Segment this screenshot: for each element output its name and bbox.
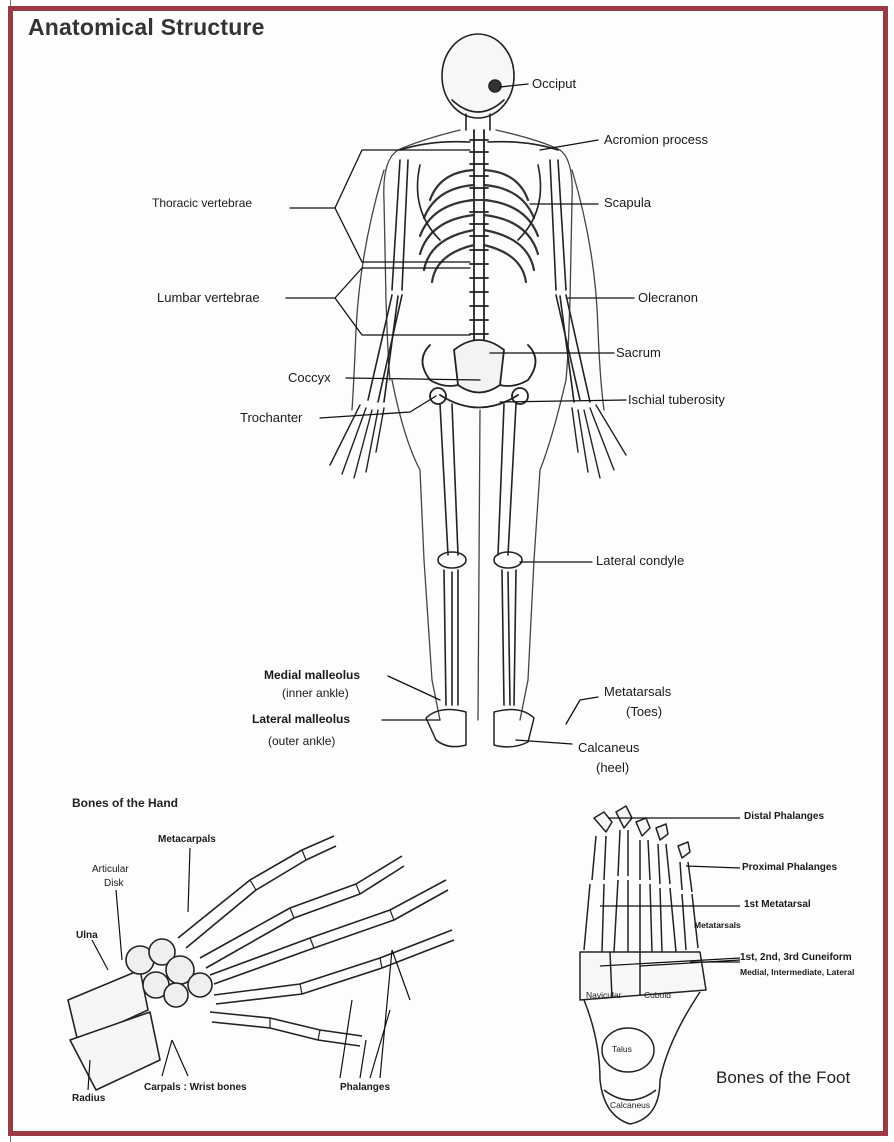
label-foot-calcaneus: Calcaneus (610, 1100, 650, 1110)
label-articular-disk-line2: Disk (104, 878, 123, 889)
label-ulna: Ulna (76, 930, 98, 941)
ribcage (420, 170, 538, 282)
label-calcaneus: Calcaneus (578, 740, 639, 755)
label-articular-disk-line1: Articular (92, 864, 129, 875)
label-outer-ankle: (outer ankle) (268, 734, 335, 748)
label-heel: (heel) (596, 760, 629, 775)
label-distal-phalanges: Distal Phalanges (744, 811, 824, 822)
label-talus: Talus (612, 1044, 632, 1054)
label-olecranon: Olecranon (638, 290, 698, 305)
label-lateral-malleolus: Lateral malleolus (252, 712, 350, 726)
leader-lines (286, 84, 634, 744)
label-thoracic-vertebrae: Thoracic vertebrae (152, 196, 252, 210)
label-scapula: Scapula (604, 195, 651, 210)
label-coccyx: Coccyx (288, 370, 331, 385)
label-lateral-condyle: Lateral condyle (596, 553, 684, 568)
label-navicular: Navicular (586, 990, 621, 1000)
label-occiput: Occiput (532, 76, 576, 91)
shoulders (400, 142, 558, 240)
label-metacarpals: Metacarpals (158, 834, 216, 845)
pelvis (423, 340, 536, 408)
foot-section-title: Bones of the Foot (716, 1068, 850, 1088)
label-cuneiform: 1st, 2nd, 3rd Cuneiform (740, 952, 852, 963)
label-ischial-tuberosity: Ischial tuberosity (628, 392, 725, 407)
label-lumbar-vertebrae: Lumbar vertebrae (157, 290, 260, 305)
label-cuboid: Cuboid (644, 990, 671, 1000)
label-acromion-process: Acromion process (604, 132, 708, 147)
body-outline (352, 130, 604, 720)
label-sacrum: Sacrum (616, 345, 661, 360)
label-medial-malleolus: Medial malleolus (264, 668, 360, 682)
hand-section-title: Bones of the Hand (72, 796, 178, 810)
label-proximal-phalanges: Proximal Phalanges (742, 862, 837, 873)
skull (442, 34, 514, 130)
label-carpals: Carpals : Wrist bones (144, 1082, 247, 1093)
label-phalanges: Phalanges (340, 1082, 390, 1093)
feet (426, 710, 534, 747)
label-toes: (Toes) (626, 704, 662, 719)
label-radius: Radius (72, 1093, 105, 1104)
label-metatarsals: Metatarsals (604, 684, 671, 699)
label-trochanter: Trochanter (240, 410, 302, 425)
label-foot-metatarsals: Metatarsals (694, 920, 741, 930)
label-inner-ankle: (inner ankle) (282, 686, 349, 700)
label-1st-metatarsal: 1st Metatarsal (744, 899, 811, 910)
label-cuneiform-sub: Medial, Intermediate, Lateral (740, 967, 854, 977)
hands (330, 405, 626, 478)
foot-illustration (580, 806, 706, 1124)
